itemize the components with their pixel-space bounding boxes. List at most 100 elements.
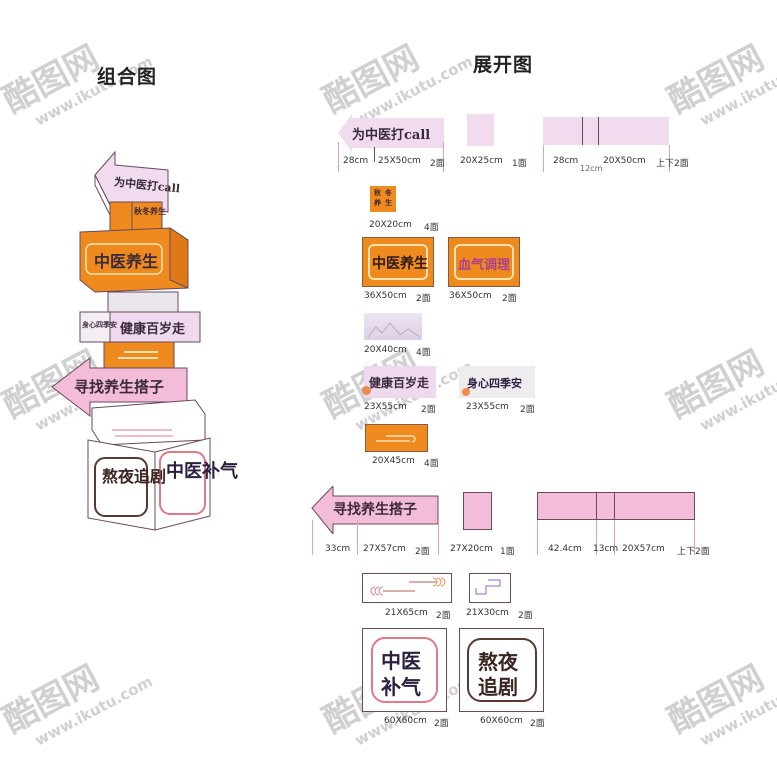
fold-line	[596, 492, 597, 520]
count-label: 2面	[416, 294, 431, 304]
char: 冬	[385, 188, 392, 197]
tcm-qi-panel: 中医 补气	[362, 628, 447, 712]
count-label: 2面	[421, 405, 436, 415]
dimension-line	[537, 520, 538, 555]
decorative-frame	[467, 638, 537, 702]
blood-qi-panel: 血气调理	[448, 237, 520, 287]
dimension-line	[438, 520, 439, 555]
count-label: 上下2面	[677, 547, 710, 557]
panel-text-top: 熬夜	[478, 650, 518, 674]
count-label: 上下2面	[656, 159, 689, 169]
dimension-line	[694, 520, 695, 555]
sign-text-find-partner: 寻找养生搭子	[74, 378, 165, 396]
dimension-line	[669, 145, 670, 172]
dimension-line	[614, 520, 615, 555]
count-label: 2面	[415, 547, 430, 557]
dim-label: 60X60cm	[384, 716, 427, 726]
dim-label: 36X50cm	[364, 291, 407, 301]
dimension-line	[543, 145, 544, 172]
panel-text: 身心四季安	[467, 377, 522, 390]
dim-label: 28cm	[553, 156, 579, 166]
dim-label: 36X50cm	[449, 291, 492, 301]
arrow-left-shape	[338, 114, 444, 152]
bracket-line-panel	[469, 573, 511, 603]
count-label: 2面	[530, 719, 545, 729]
partner-strip-panel	[537, 492, 695, 520]
dimension-line	[357, 520, 358, 555]
partner-arrow-panel: 寻找养生搭子	[311, 484, 439, 536]
sign-text-stay-up: 熬夜追剧	[102, 467, 167, 486]
dim-label: 20X25cm	[460, 156, 503, 166]
dim-label: 23X55cm	[364, 402, 407, 412]
combined-stack: 为中医打call 秋冬养生 中医养生 身心四季安 健康百岁走 寻找养生搭子 熬夜…	[40, 140, 260, 730]
sign-text-healthy-walk: 健康百岁走	[120, 322, 186, 337]
cloud-line-panel	[362, 573, 452, 603]
dimension-line	[338, 142, 339, 172]
count-label: 4面	[416, 348, 431, 358]
tcm-health-panel: 中医养生	[362, 237, 434, 287]
dim-label: 33cm	[325, 544, 351, 554]
dim-label: 21X30cm	[466, 608, 509, 618]
call-arrow-panel: 为中医打call	[338, 114, 444, 152]
unfolded-view-title: 展开图	[473, 54, 534, 76]
call-strip-panel	[543, 117, 669, 145]
call-top-panel	[467, 114, 494, 146]
char: 生	[385, 198, 392, 207]
call-arrow-text: 为中医打call	[352, 128, 431, 143]
dimension-line	[443, 142, 444, 172]
decorative-frame	[368, 244, 428, 280]
partner-top-panel	[463, 492, 492, 530]
dim-label: 23X55cm	[466, 402, 509, 412]
cloud-pattern-icon	[376, 435, 416, 443]
dim-label: 20X50cm	[603, 156, 646, 166]
panel-text: 血气调理	[458, 258, 511, 273]
body-mind-panel: 身心四季安	[459, 366, 535, 398]
landscape-panel	[364, 313, 422, 340]
panel-text-bottom: 补气	[381, 675, 421, 699]
panel-text: 健康百岁走	[369, 376, 430, 390]
dim-label: 27X20cm	[450, 544, 493, 554]
dimension-line	[312, 520, 313, 555]
decorative-frame	[371, 637, 438, 703]
fold-line	[582, 117, 583, 145]
panel-text-top: 中医	[381, 649, 421, 673]
mountain-icon	[367, 322, 421, 338]
arrow-left-shape	[311, 484, 439, 536]
healthy-walk-panel: 健康百岁走	[362, 366, 436, 398]
count-label: 2面	[430, 159, 445, 169]
sign-text-tcm-health: 中医养生	[94, 252, 159, 271]
combined-view-title: 组合图	[97, 66, 158, 88]
dimension-line	[374, 147, 375, 162]
dim-label: 42.4cm	[548, 544, 582, 554]
dim-label: 20X40cm	[364, 345, 407, 355]
panel-text-bottom: 追剧	[478, 675, 518, 699]
dim-label: 13cm	[593, 544, 619, 554]
count-label: 4面	[424, 459, 439, 469]
dim-label: 20X45cm	[372, 456, 415, 466]
count-label: 1面	[512, 159, 527, 169]
cloud-line-icon	[370, 577, 446, 596]
char: 秋	[374, 188, 381, 197]
dim-label: 21X65cm	[385, 608, 428, 618]
dim-label: 20X57cm	[622, 544, 665, 554]
panel-text: 中医养生	[372, 256, 428, 272]
bracket-pattern-icon	[475, 579, 501, 595]
count-label: 2面	[502, 294, 517, 304]
count-label: 2面	[520, 405, 535, 415]
dimension-line	[596, 520, 597, 555]
orange-cloud-panel	[365, 424, 428, 452]
count-label: 2面	[436, 611, 451, 621]
partner-arrow-text: 寻找养生搭子	[333, 502, 417, 518]
count-label: 2面	[518, 611, 533, 621]
count-label: 4面	[424, 223, 439, 233]
autumn-winter-panel: 秋 冬 养 生	[370, 186, 396, 212]
char: 养	[374, 198, 381, 207]
fold-line	[614, 492, 615, 520]
sign-text-body-mind: 身心四季安	[82, 320, 117, 329]
combined-stack-illustration	[51, 150, 211, 531]
count-label: 2面	[434, 719, 449, 729]
sun-icon	[362, 386, 371, 395]
